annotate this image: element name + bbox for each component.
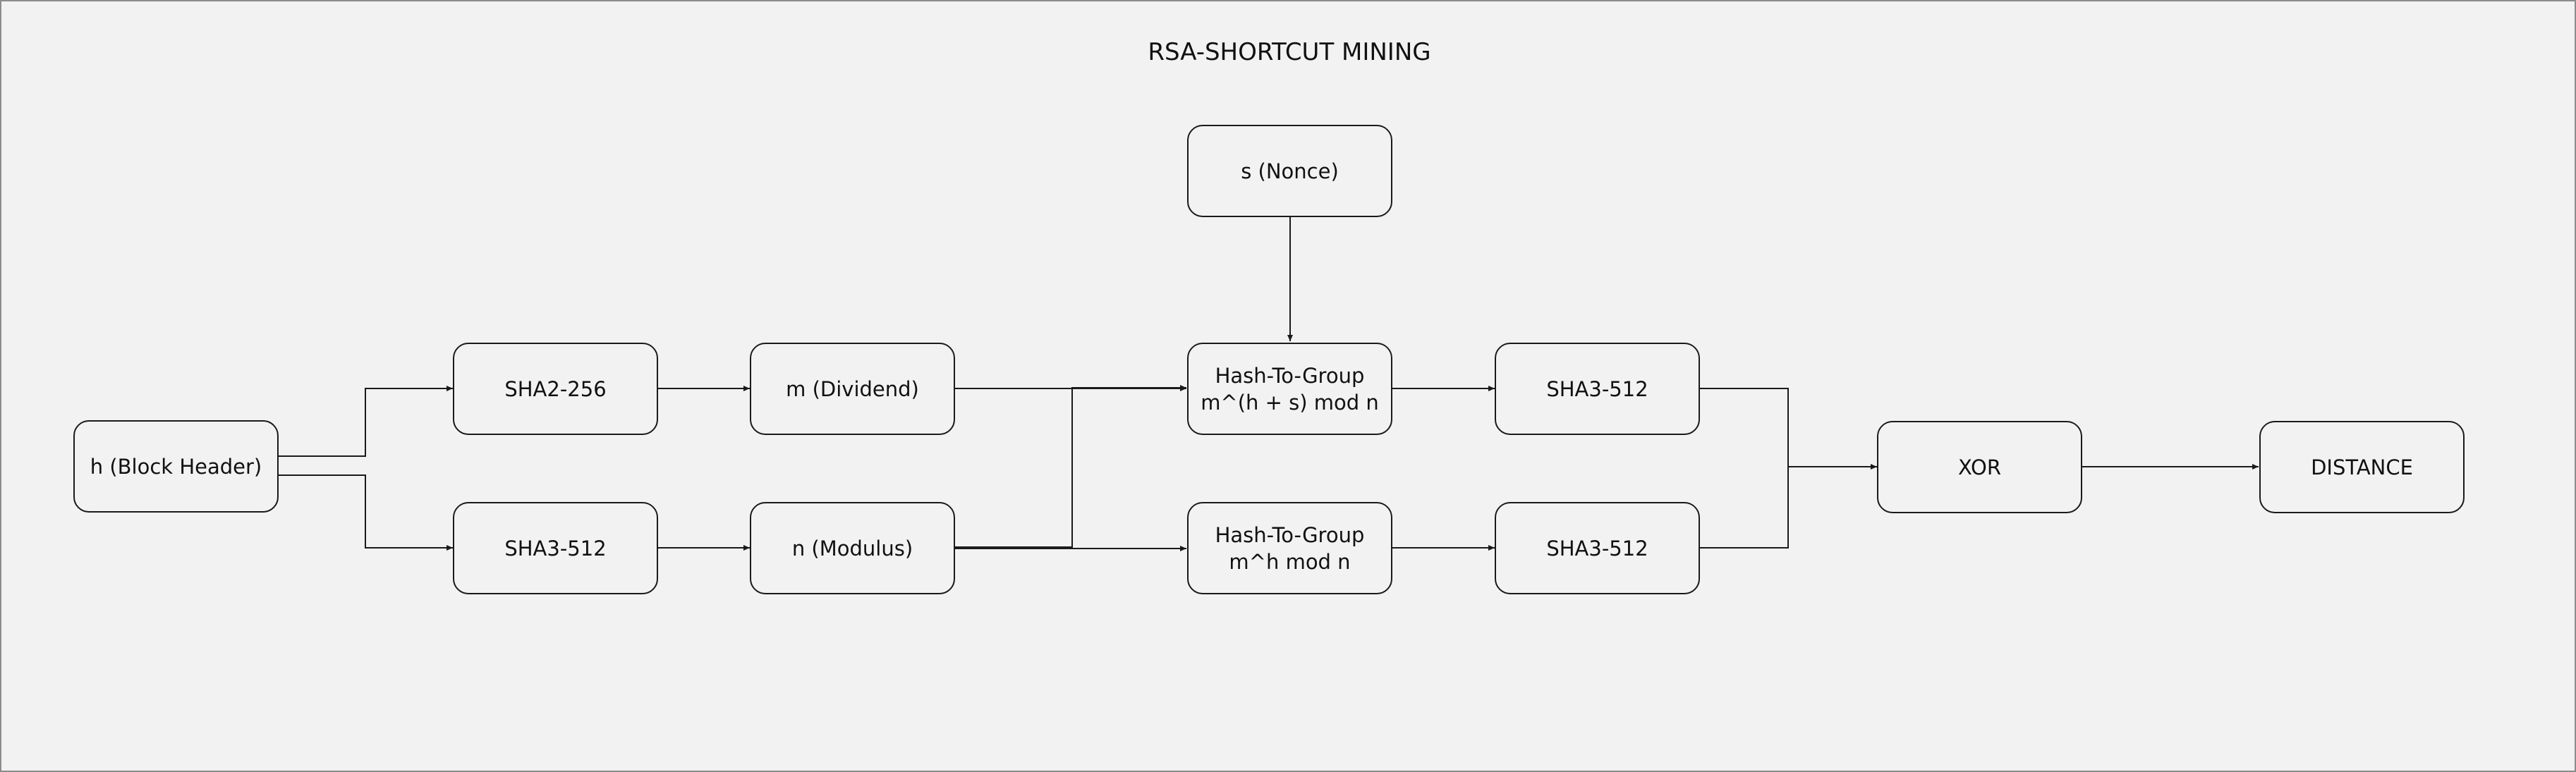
nonce-node[interactable]: s (Nonce) — [1187, 125, 1392, 217]
hash-to-group-top-line2: m^(h + s) mod n — [1201, 390, 1379, 415]
nonce-label: s (Nonce) — [1241, 159, 1339, 183]
sha3-512-left-label: SHA3-512 — [504, 536, 607, 560]
hash-to-group-bottom-line2: m^h mod n — [1229, 549, 1351, 574]
edge-modulus-to-htg-top — [955, 385, 1186, 548]
sha2-256-label: SHA2-256 — [504, 376, 607, 401]
sha2-256-node[interactable]: SHA2-256 — [453, 343, 658, 435]
hash-to-group-top-node[interactable]: Hash-To-Group m^(h + s) mod n — [1187, 343, 1392, 435]
sha3-512-right-bottom-label: SHA3-512 — [1546, 536, 1648, 560]
hash-to-group-bottom-line1: Hash-To-Group — [1215, 522, 1365, 547]
edge-header-to-sha3 — [279, 474, 453, 551]
edge-sha3-bottom-to-xor — [1700, 467, 1789, 549]
block-header-node[interactable]: h (Block Header) — [73, 420, 279, 513]
distance-node[interactable]: DISTANCE — [2259, 421, 2465, 513]
distance-label: DISTANCE — [2311, 455, 2413, 479]
hash-to-group-top-line1: Hash-To-Group — [1215, 363, 1365, 388]
dividend-label: m (Dividend) — [786, 376, 919, 401]
sha3-512-left-node[interactable]: SHA3-512 — [453, 502, 658, 594]
edge-sha3-top-to-xor — [1700, 388, 1877, 470]
edge-header-to-sha2 — [279, 386, 453, 457]
diagram-title: RSA-SHORTCUT MINING — [1148, 38, 1431, 66]
dividend-node[interactable]: m (Dividend) — [750, 343, 955, 435]
sha3-512-right-top-label: SHA3-512 — [1546, 376, 1648, 401]
modulus-label: n (Modulus) — [791, 536, 913, 560]
sha3-512-right-top-node[interactable]: SHA3-512 — [1495, 343, 1700, 435]
sha3-512-right-bottom-node[interactable]: SHA3-512 — [1495, 502, 1700, 594]
block-header-label: h (Block Header) — [90, 454, 262, 479]
modulus-node[interactable]: n (Modulus) — [750, 502, 955, 594]
xor-label: XOR — [1958, 455, 2001, 479]
xor-node[interactable]: XOR — [1877, 421, 2082, 513]
hash-to-group-bottom-node[interactable]: Hash-To-Group m^h mod n — [1187, 502, 1392, 594]
